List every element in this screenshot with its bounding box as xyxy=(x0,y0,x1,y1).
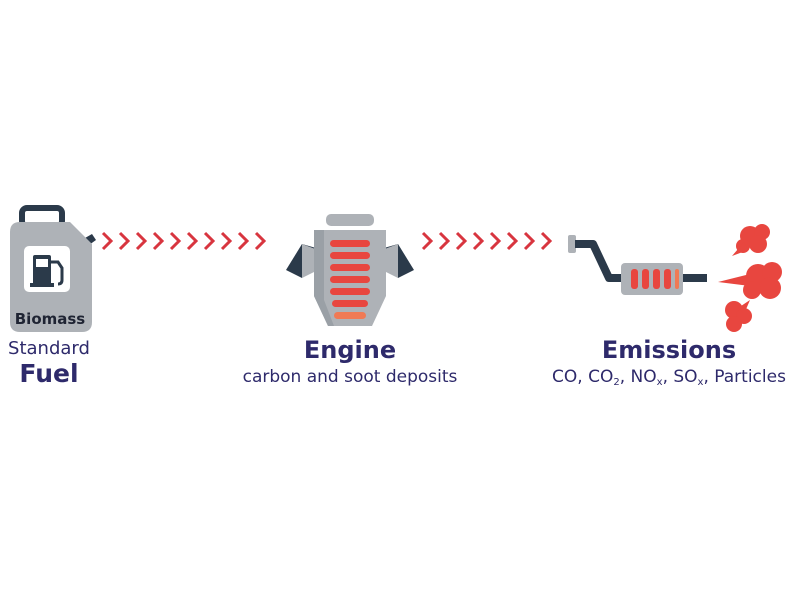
smoke-puff-icon xyxy=(718,224,782,332)
formula-part: , NO xyxy=(619,367,657,387)
chevron-right-icon xyxy=(523,231,536,251)
engine-title: Engine xyxy=(303,336,397,364)
chevron-right-icon xyxy=(540,231,553,251)
exhaust-pipe-icon xyxy=(568,235,707,295)
chevron-right-icon xyxy=(438,231,451,251)
chevron-right-icon xyxy=(101,231,114,251)
chevron-right-icon xyxy=(421,231,434,251)
emissions-title: Emissions xyxy=(601,336,737,364)
formula-subscript: x xyxy=(697,377,704,388)
chevron-right-icon xyxy=(506,231,519,251)
chevron-right-icon xyxy=(220,231,233,251)
formula-subscript: 2 xyxy=(613,377,620,388)
fuel-label-line1: Standard xyxy=(8,338,90,359)
formula-subscript: x xyxy=(656,377,663,388)
chevron-right-icon xyxy=(135,231,148,251)
gas-pump-icon xyxy=(30,255,64,287)
formula-part: CO, CO xyxy=(552,367,614,387)
engine-icon xyxy=(286,214,414,326)
chevron-right-icon xyxy=(472,231,485,251)
chevron-right-icon xyxy=(118,231,131,251)
chevron-right-icon xyxy=(455,231,468,251)
flow-arrow-engine-to-emissions xyxy=(420,229,554,253)
chevron-right-icon xyxy=(169,231,182,251)
flow-arrow-fuel-to-engine xyxy=(100,229,268,253)
emissions-formula: CO, CO2, NOx, SOx, Particles xyxy=(539,366,799,388)
formula-part: , SO xyxy=(662,367,698,387)
fuel-can-label: Biomass xyxy=(14,310,86,328)
chevron-right-icon xyxy=(254,231,267,251)
chevron-right-icon xyxy=(152,231,165,251)
chevron-right-icon xyxy=(237,231,250,251)
formula-part: , Particles xyxy=(703,367,786,387)
chevron-right-icon xyxy=(203,231,216,251)
fuel-label-line2: Fuel xyxy=(19,359,79,388)
chevron-right-icon xyxy=(489,231,502,251)
chevron-right-icon xyxy=(186,231,199,251)
engine-subtitle: carbon and soot deposits xyxy=(242,367,458,387)
fuel-can-icon xyxy=(10,205,96,332)
